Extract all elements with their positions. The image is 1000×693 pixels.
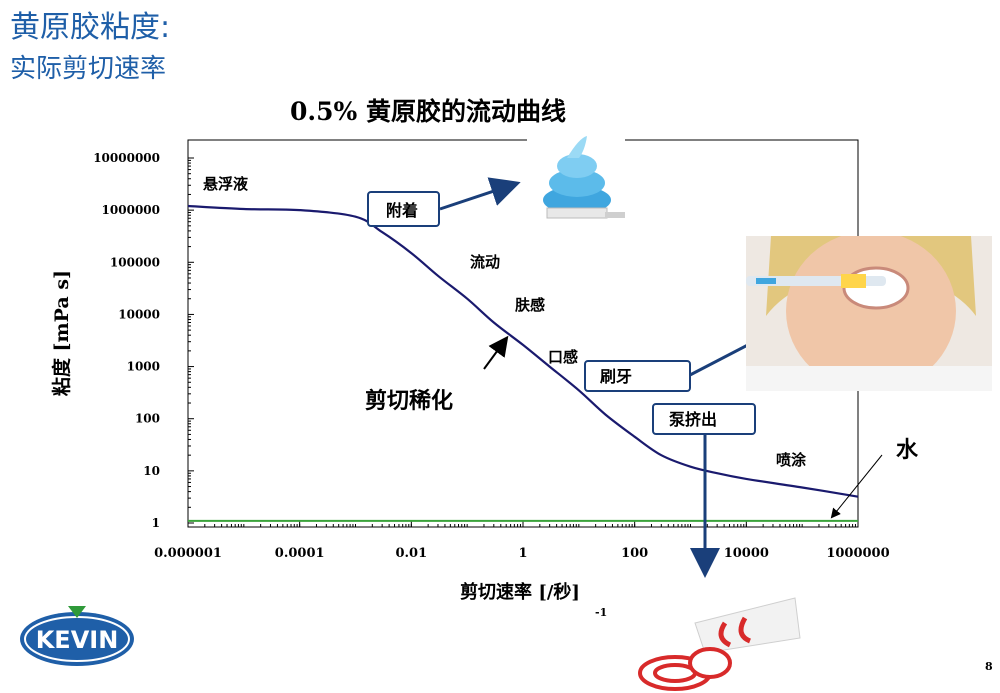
x-tick-label: 100 [621, 546, 648, 561]
kevin-logo: KEVIN [20, 606, 134, 666]
page-number: 8 [985, 660, 993, 673]
brushing-teeth-photo [746, 236, 992, 391]
shear-thinning-arrow [483, 335, 509, 370]
annotation-flow: 流动 [470, 253, 500, 271]
x-ticks: 0.000001 0.0001 0.01 1 100 10000 1000000 [154, 520, 890, 561]
y-tick-label: 10 [143, 464, 160, 478]
annotation-skin-feel: 肤感 [515, 296, 545, 314]
x-tick-label: 1000000 [826, 546, 889, 561]
y-axis-label: 粘度 [mPa s] [50, 270, 73, 396]
squeezed-tube-photo [635, 583, 803, 693]
adhesion-arrow [439, 177, 521, 211]
x-axis-label: 剪切速率 [/秒] [460, 581, 580, 603]
brushing-box [584, 360, 691, 392]
y-tick-label: 1000000 [102, 203, 160, 217]
water-arrow [830, 454, 883, 519]
annotation-suspension: 悬浮液 [203, 175, 249, 193]
x-tick-label: 10000 [724, 546, 769, 561]
toothbrush-paste-photo [527, 128, 625, 224]
squeezed-tube-image [635, 583, 803, 693]
x-tick-label: 1 [518, 546, 527, 561]
x-tick-label: 0.01 [395, 546, 427, 561]
annotation-pumping: 泵挤出 [668, 410, 717, 429]
x-tick-label: 0.0001 [275, 546, 325, 561]
brushing-teeth-image [746, 236, 992, 391]
y-tick-label: 10000000 [93, 151, 160, 165]
x-axis-label-exponent: -1 [595, 606, 607, 619]
y-tick-label: 100000 [110, 255, 160, 269]
y-tick-label: 10000 [118, 307, 160, 321]
annotation-spraying: 喷涂 [776, 451, 807, 469]
annotation-shear-thinning: 剪切稀化 [365, 388, 453, 414]
logo-text: KEVIN [36, 626, 119, 654]
y-tick-label: 1000 [127, 360, 160, 374]
annotation-brushing: 刷牙 [600, 367, 632, 386]
annotation-water: 水 [896, 438, 919, 463]
slide-subtitle: 实际剪切速率 [10, 54, 167, 84]
y-tick-label: 100 [135, 412, 160, 426]
adhesion-box [367, 191, 440, 227]
y-tick-label: 1 [152, 516, 160, 530]
annotation-adhesion: 附着 [386, 201, 418, 220]
viscosity-curve [187, 204, 859, 498]
annotation-mouthfeel: 口感 [548, 348, 578, 366]
x-tick-label: 0.000001 [154, 546, 222, 561]
slide-title: 黄原胶粘度: [10, 10, 171, 45]
y-ticks: 1 10 100 1000 10000 100000 1000000 10000000 [93, 151, 194, 530]
chart-title: 0.5% 黄原胶的流动曲线 [290, 97, 566, 126]
toothbrush-paste-image [527, 128, 625, 224]
